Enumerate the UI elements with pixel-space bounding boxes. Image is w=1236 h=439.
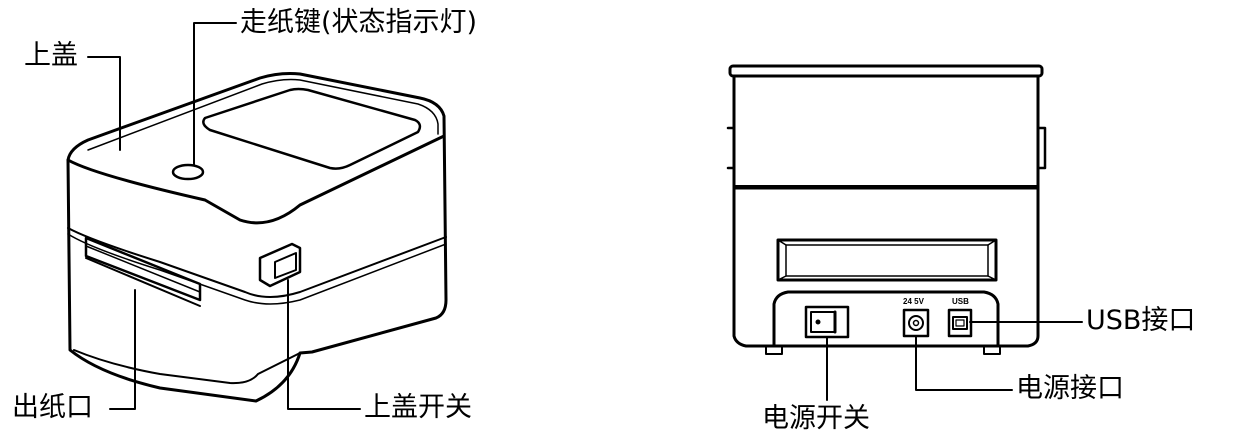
front-leader-lines (87, 22, 361, 410)
usb-port-label: USB接口 (1086, 305, 1196, 336)
top-cover-label: 上盖 (24, 40, 78, 71)
rear-printer-body (726, 64, 1047, 355)
usb-port-mark: USB (952, 297, 969, 306)
feed-button-label: 走纸键(状态指示灯) (240, 7, 478, 38)
paper-exit-label: 出纸口 (12, 392, 93, 423)
power-port-label: 电源接口 (1016, 373, 1124, 404)
power-port-mark: 24 5V (903, 297, 924, 306)
cover-switch-label: 上盖开关 (364, 392, 472, 423)
power-switch-label: 电源开关 (762, 403, 870, 434)
rear-leader-lines (826, 321, 1083, 401)
front-printer-body (66, 72, 448, 403)
